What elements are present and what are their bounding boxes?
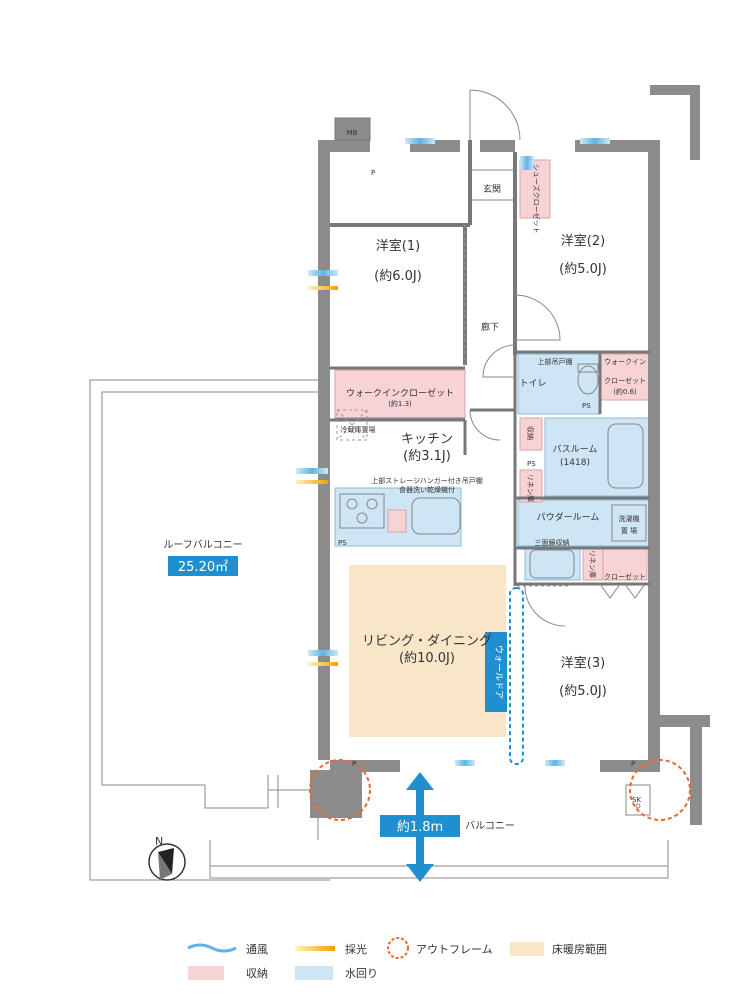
roof-balcony bbox=[89, 379, 330, 881]
legend-floor-heating: 床暖房範囲 bbox=[552, 942, 607, 956]
triple-mirror-label: 三面鏡収納 bbox=[535, 538, 570, 547]
floor-heating-area bbox=[349, 565, 506, 737]
bedroom3-size: (約5.0J) bbox=[559, 684, 607, 699]
balcony-depth-arrow bbox=[380, 772, 460, 882]
kitchen-note-2: 食器洗い乾燥機付 bbox=[399, 485, 455, 494]
p-label-top: P bbox=[371, 169, 375, 177]
walkin-closet-1-label: ウォークインクローゼット bbox=[346, 387, 454, 399]
outframe-circle-left bbox=[309, 759, 371, 821]
bedroom1-name: 洋室(1) bbox=[376, 238, 420, 254]
wall-door-outline bbox=[509, 587, 524, 765]
roof-balcony-label: ルーフバルコニー bbox=[163, 539, 242, 551]
kitchen-name: キッチン bbox=[401, 432, 453, 447]
bathroom-size: (1418) bbox=[560, 458, 590, 468]
mb-label: MB bbox=[347, 129, 358, 137]
walls bbox=[310, 85, 710, 825]
wall-door-badge bbox=[485, 632, 507, 712]
legend-water: 水回り bbox=[345, 967, 378, 980]
legend bbox=[187, 937, 544, 980]
walkin-closet-1-size: (約1.3) bbox=[388, 399, 412, 408]
shoes-closet-label: シューズクローゼット bbox=[532, 164, 541, 234]
balcony-depth-label: 約1.8m bbox=[397, 820, 443, 835]
upper-cabinet-label: 上部吊戸棚 bbox=[538, 357, 573, 366]
legend-daylight: 採光 bbox=[345, 942, 367, 956]
linen-storage-1: リネン庫 bbox=[526, 474, 535, 502]
legend-outframe: アウトフレーム bbox=[416, 943, 493, 956]
storage-areas bbox=[334, 159, 651, 581]
roof-balcony-area: 25.20㎡ bbox=[178, 560, 228, 575]
storage-label: 収納 bbox=[526, 426, 535, 440]
roof-balcony-area-badge bbox=[168, 556, 238, 576]
sk-label: SK bbox=[632, 796, 641, 804]
bedroom2-name: 洋室(2) bbox=[561, 233, 605, 249]
walkin-closet-2-label-a: ウォークイン bbox=[604, 358, 646, 366]
ps-label-2: PS bbox=[527, 460, 536, 468]
ps-label-1: PS bbox=[582, 402, 591, 410]
hallway-label: 廊下 bbox=[481, 321, 499, 333]
bedroom3-name: 洋室(3) bbox=[561, 655, 605, 671]
walkin-closet-2-size: (約0.6) bbox=[613, 387, 637, 396]
linen-storage-2: リネン庫 bbox=[588, 550, 597, 578]
compass-north-label: N bbox=[155, 835, 163, 848]
wall-door-label: ウォールドア bbox=[493, 645, 504, 699]
window-markers bbox=[296, 138, 610, 766]
p-label-right: P bbox=[631, 760, 635, 768]
living-name: リビング・ダイニング bbox=[362, 634, 492, 649]
entrance-label: 玄関 bbox=[483, 183, 501, 195]
balcony-label: バルコニー bbox=[465, 820, 515, 832]
bedroom2-size: (約5.0J) bbox=[559, 262, 607, 277]
legend-storage: 収納 bbox=[246, 967, 268, 980]
bedroom1-size: (約6.0J) bbox=[374, 269, 422, 284]
powder-room-label: パウダールーム bbox=[537, 511, 600, 523]
washer-label-2: 置 場 bbox=[621, 526, 637, 535]
outframe-circle-right bbox=[629, 759, 691, 821]
kitchen-size: (約3.1J) bbox=[403, 449, 451, 464]
living-size: (約10.0J) bbox=[399, 651, 455, 666]
p-label-left: P bbox=[352, 760, 356, 768]
ps-label-3: PS bbox=[338, 539, 347, 547]
closet-label: クローゼット bbox=[604, 572, 646, 581]
fixtures bbox=[336, 363, 651, 816]
compass bbox=[148, 843, 186, 881]
legend-ventilation: 通風 bbox=[246, 943, 268, 956]
fridge-space-label: 冷蔵庫置場 bbox=[341, 425, 376, 434]
washer-label-1: 洗濯機 bbox=[619, 514, 640, 523]
doors bbox=[469, 89, 646, 627]
walkin-closet-2-label-b: クローゼット bbox=[604, 376, 646, 385]
toilet-label: トイレ bbox=[519, 379, 546, 389]
partitions bbox=[330, 140, 650, 586]
bathroom-name: バスルーム bbox=[553, 444, 598, 455]
kitchen-note-1: 上部ストレージハンガー付き吊戸棚 bbox=[371, 476, 482, 485]
